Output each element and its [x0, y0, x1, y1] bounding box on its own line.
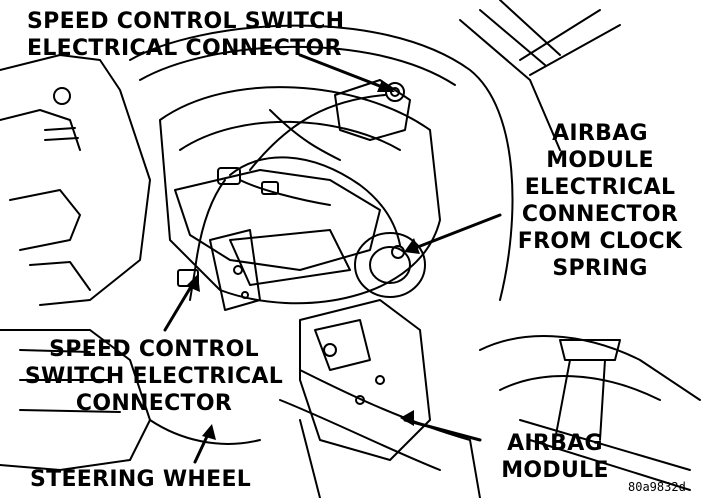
figure-code: 80a9832d [628, 480, 686, 494]
speed-control-switch-connector-label-bottom: SPEED CONTROL SWITCH ELECTRICAL CONNECTO… [24, 337, 284, 416]
steering-wheel-rim [129, 24, 514, 301]
steering-wheel-label: STEERING WHEEL [30, 467, 252, 492]
airbag-module-label: AIRBAG MODULE [501, 431, 609, 483]
arrow-airbag-module [403, 418, 482, 442]
arrow-airbag-connector [408, 213, 502, 252]
speed-control-switch-connector-label-top: SPEED CONTROL SWITCH ELECTRICAL CONNECTO… [27, 9, 345, 61]
gauge-knob [53, 87, 71, 105]
arrow-speed-control-bottom [163, 278, 197, 332]
clock-spring [354, 232, 426, 298]
arrow-speed-control-top [298, 53, 387, 90]
airbag-module-connector-label: AIRBAG MODULE ELECTRICAL CONNECTOR FROM … [517, 121, 683, 281]
